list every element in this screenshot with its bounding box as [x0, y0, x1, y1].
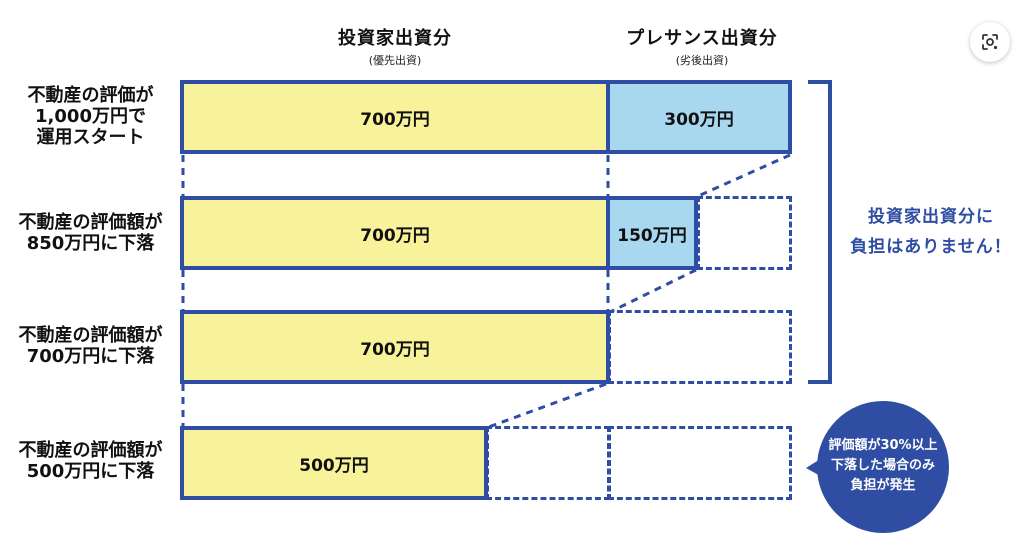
row4-investor-amount: 500万円 — [299, 455, 369, 476]
connector-diagonal-1 — [695, 153, 791, 199]
row-label-500: 不動産の評価額が 500万円に下落 — [18, 440, 163, 482]
presence-header: プレサンス出資分 (劣後出資) — [612, 24, 792, 68]
lens-scan-icon — [982, 34, 998, 50]
investor-header-title: 投資家出資分 — [338, 28, 452, 49]
connector-diagonal-2 — [609, 268, 697, 314]
row2-investor-segment: 700万円 — [180, 196, 610, 270]
row2-presence-segment: 150万円 — [606, 196, 698, 270]
speech-bubble-shape — [806, 401, 949, 533]
presence-header-subtitle: (劣後出資) — [675, 54, 729, 67]
row-label-start: 不動産の評価が 1,000万円で 運用スタート — [27, 85, 154, 148]
lens-scan-button[interactable] — [970, 22, 1010, 62]
no-burden-note: 投資家出資分に 負担はありません！ — [850, 207, 1012, 257]
row2-investor-amount: 700万円 — [360, 225, 430, 246]
row-label-850: 不動産の評価額が 850万円に下落 — [18, 212, 163, 254]
connector-diagonal-3 — [485, 382, 607, 430]
row3-lost-segment — [608, 310, 792, 384]
speech-bubble-text: 評価額が30%以上 下落した場合のみ 負担が発生 — [828, 438, 938, 493]
row-label-700: 不動産の評価額が 700万円に下落 — [18, 325, 163, 367]
bracket-shape — [808, 80, 832, 384]
row1-investor-amount: 700万円 — [360, 109, 430, 130]
row4-lost-presence-segment — [608, 426, 792, 500]
row1-presence-amount: 300万円 — [664, 109, 734, 130]
row1-investor-segment: 700万円 — [180, 80, 610, 154]
row4-investor-segment: 500万円 — [180, 426, 488, 500]
row1-presence-segment: 300万円 — [606, 80, 792, 154]
row3-investor-segment: 700万円 — [180, 310, 610, 384]
investor-header-subtitle: (優先出資) — [368, 54, 422, 67]
row3-investor-amount: 700万円 — [360, 339, 430, 360]
presence-header-title: プレサンス出資分 — [626, 28, 778, 49]
investor-header: 投資家出資分 (優先出資) — [310, 24, 480, 68]
row2-presence-amount: 150万円 — [617, 225, 687, 246]
row2-lost-segment — [697, 196, 792, 270]
